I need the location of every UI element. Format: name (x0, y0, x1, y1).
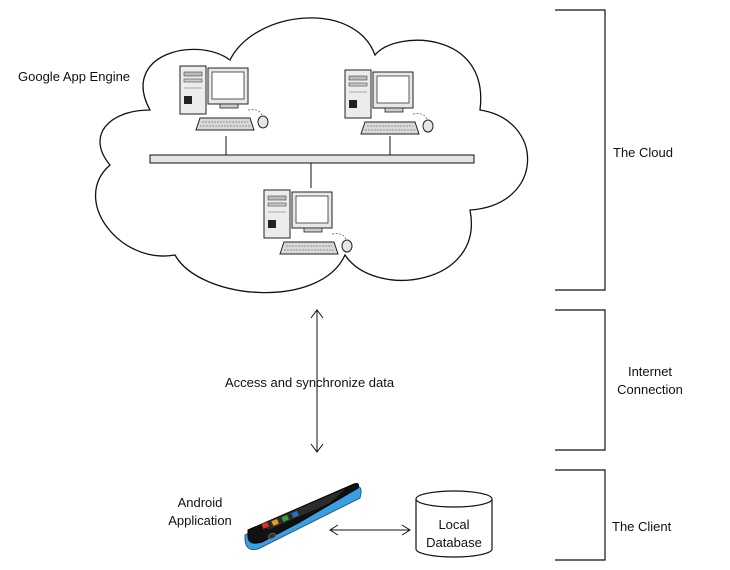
bracket-the-cloud (555, 9, 606, 291)
cloud-label: Google App Engine (18, 69, 131, 84)
bracket-internet-connection (555, 309, 606, 451)
android-app-label: Android Application (160, 494, 240, 530)
layer-label-internet-connection: Internet Connection (605, 363, 695, 399)
local-sync-arrow (329, 524, 411, 536)
layer-label-internet-line1: Internet (627, 364, 673, 379)
layer-label-internet-line2: Connection (617, 382, 683, 397)
database-label-line2: Database (426, 535, 482, 550)
android-app-label-line1: Android (177, 495, 223, 510)
database-label-line1: Local (438, 517, 470, 532)
android-app-label-line2: Application (168, 513, 232, 528)
phone-icon (244, 483, 362, 551)
layer-label-the-client: The Client (612, 519, 672, 534)
sync-arrow (310, 309, 324, 453)
layer-label-the-cloud: The Cloud (613, 145, 673, 160)
database-icon (415, 490, 493, 558)
network-bus (149, 154, 475, 164)
database-label: Local Database (416, 516, 492, 552)
bracket-the-client (555, 469, 606, 561)
connection-label: Access and synchronize data (225, 375, 395, 390)
